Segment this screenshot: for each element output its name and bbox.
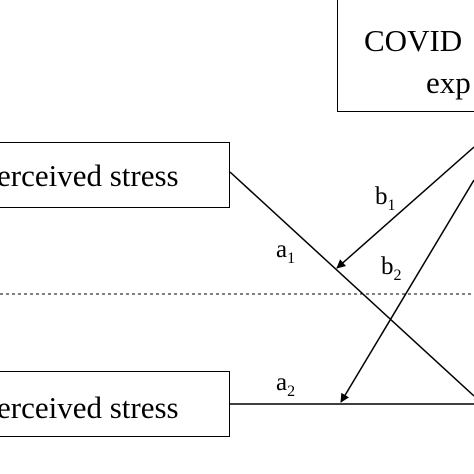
path-label-b2-sub: 2 bbox=[393, 267, 402, 284]
path-label-a1: a1 bbox=[276, 237, 295, 267]
path-label-b2-letter: b bbox=[381, 253, 394, 280]
perceived-stress-top-label: erceived stress bbox=[0, 158, 179, 193]
path-label-a1-sub: 1 bbox=[287, 250, 296, 267]
path-label-a2-letter: a bbox=[276, 369, 288, 396]
path-label-a1-letter: a bbox=[276, 236, 288, 263]
covid-box-line2: exp bbox=[426, 65, 471, 100]
path-label-b2: b2 bbox=[381, 254, 402, 284]
arrow-b1 bbox=[336, 146, 474, 269]
path-label-a2-sub: 2 bbox=[287, 383, 296, 400]
covid-box-line1: COVID bbox=[364, 23, 463, 58]
arrow-a1 bbox=[229, 171, 474, 397]
path-label-b1: b1 bbox=[375, 184, 396, 214]
perceived-stress-bottom-label: erceived stress bbox=[0, 390, 179, 425]
path-label-b1-letter: b bbox=[375, 183, 388, 210]
perceived-stress-bottom-box: erceived stress bbox=[0, 371, 230, 437]
arrow-b2 bbox=[340, 179, 474, 403]
covid-box: COVID exp bbox=[337, 0, 474, 112]
perceived-stress-top-box: erceived stress bbox=[0, 142, 230, 208]
path-label-b1-sub: 1 bbox=[387, 197, 396, 214]
path-label-a2: a2 bbox=[276, 370, 295, 400]
